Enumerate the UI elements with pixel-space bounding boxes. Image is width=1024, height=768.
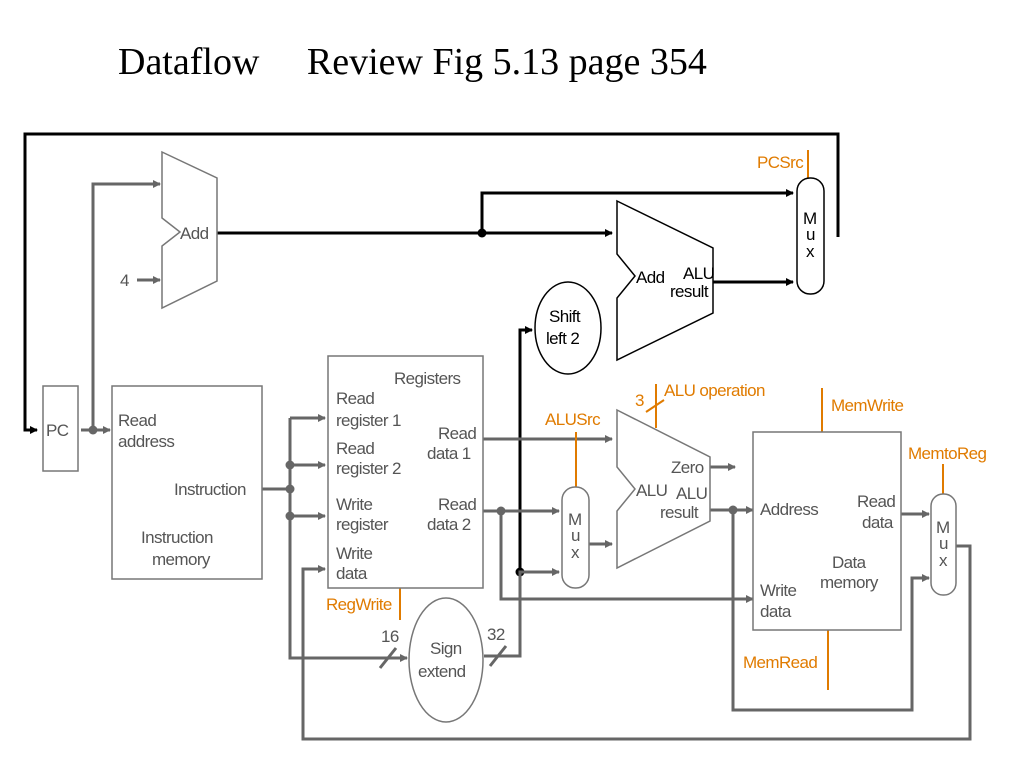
memtoreg-mux-u: u	[939, 534, 948, 553]
write-data-label-b: data	[336, 564, 368, 583]
write-data-label-a: Write	[336, 544, 372, 563]
dmem-write-data-label-a: Write	[760, 581, 796, 600]
read-register-1-label-a: Read	[336, 389, 374, 408]
pc-register	[42, 385, 79, 472]
read-data-2-label-a: Read	[438, 495, 476, 514]
datapath-wires	[81, 180, 972, 741]
slide-title: Dataflow Review Fig 5.13 page 354	[118, 41, 707, 83]
read-data-1-label-b: data 1	[427, 444, 471, 463]
alu-result-label-b: result	[660, 503, 699, 522]
pc-adder	[161, 150, 218, 310]
imem-title-1: Instruction	[141, 528, 213, 547]
dmem-title-2: memory	[820, 573, 879, 592]
pc-branch-wires	[23, 132, 840, 577]
alusrc-mux	[561, 486, 590, 589]
alusrc-mux-u: u	[571, 526, 580, 545]
write-register-label-a: Write	[336, 495, 372, 514]
read-data-1-label-a: Read	[438, 424, 476, 443]
imem-instruction-port-label: Instruction	[174, 480, 246, 499]
memtoreg-mux	[930, 493, 957, 596]
pcsrc-label: PCSrc	[757, 153, 804, 172]
branch-adder-result-label: result	[670, 282, 709, 301]
pc-adder-label: Add	[180, 224, 209, 243]
read-register-1-label-b: register 1	[336, 411, 401, 430]
alusrc-mux-x: x	[571, 543, 580, 562]
dmem-read-data-label-b: data	[862, 513, 894, 532]
memtoreg-mux-m: M	[936, 518, 950, 537]
alu-zero-label: Zero	[671, 458, 704, 477]
alusrc-label: ALUSrc	[545, 410, 601, 429]
instruction-memory	[111, 385, 263, 580]
pcsrc-mux-m: M	[803, 209, 817, 228]
dmem-read-data-label-a: Read	[857, 492, 895, 511]
alu-operation-bits: 3	[635, 391, 644, 410]
sign-extend-label-1: Sign	[430, 639, 462, 658]
alusrc-mux-m: M	[568, 510, 582, 529]
shift-left-2-label-2: left 2	[546, 329, 579, 348]
bus-width-16: 16	[381, 627, 399, 646]
imem-title-2: memory	[152, 550, 211, 569]
regwrite-label: RegWrite	[326, 595, 392, 614]
pcsrc-mux	[796, 177, 825, 295]
read-data-2-label-b: data 2	[427, 515, 471, 534]
alu-result-label-a: ALU	[676, 484, 707, 503]
imem-address-label: address	[118, 432, 174, 451]
pcsrc-mux-u: u	[806, 225, 815, 244]
data-memory	[752, 431, 902, 631]
branch-adder	[616, 199, 714, 362]
memwrite-label: MemWrite	[831, 396, 903, 415]
write-register-label-b: register	[336, 515, 389, 534]
memread-label: MemRead	[743, 653, 817, 672]
constant-four-label: 4	[120, 271, 129, 290]
alu-label: ALU	[636, 481, 667, 500]
main-alu	[616, 408, 711, 570]
pcsrc-mux-x: x	[806, 242, 815, 261]
dmem-title-1: Data	[832, 553, 867, 572]
dmem-write-data-label-b: data	[760, 602, 792, 621]
register-file	[327, 355, 484, 589]
branch-adder-add-label: Add	[636, 268, 665, 287]
imem-read-label: Read	[118, 411, 156, 430]
sign-extend	[408, 597, 484, 723]
dmem-address-label: Address	[760, 500, 818, 519]
control-lines	[399, 150, 944, 690]
shift-left-2	[534, 281, 602, 375]
pc-label: PC	[46, 421, 69, 440]
shift-left-2-label-1: Shift	[549, 307, 581, 326]
read-register-2-label-b: register 2	[336, 459, 401, 478]
memtoreg-mux-x: x	[939, 551, 948, 570]
regfile-title: Registers	[394, 369, 461, 388]
branch-adder-alu-label: ALU	[683, 264, 714, 283]
sign-extend-label-2: extend	[418, 662, 466, 681]
memtoreg-label: MemtoReg	[908, 444, 986, 463]
bus-width-32: 32	[487, 625, 505, 644]
read-register-2-label-a: Read	[336, 439, 374, 458]
alu-operation-label: ALU operation	[664, 381, 765, 400]
